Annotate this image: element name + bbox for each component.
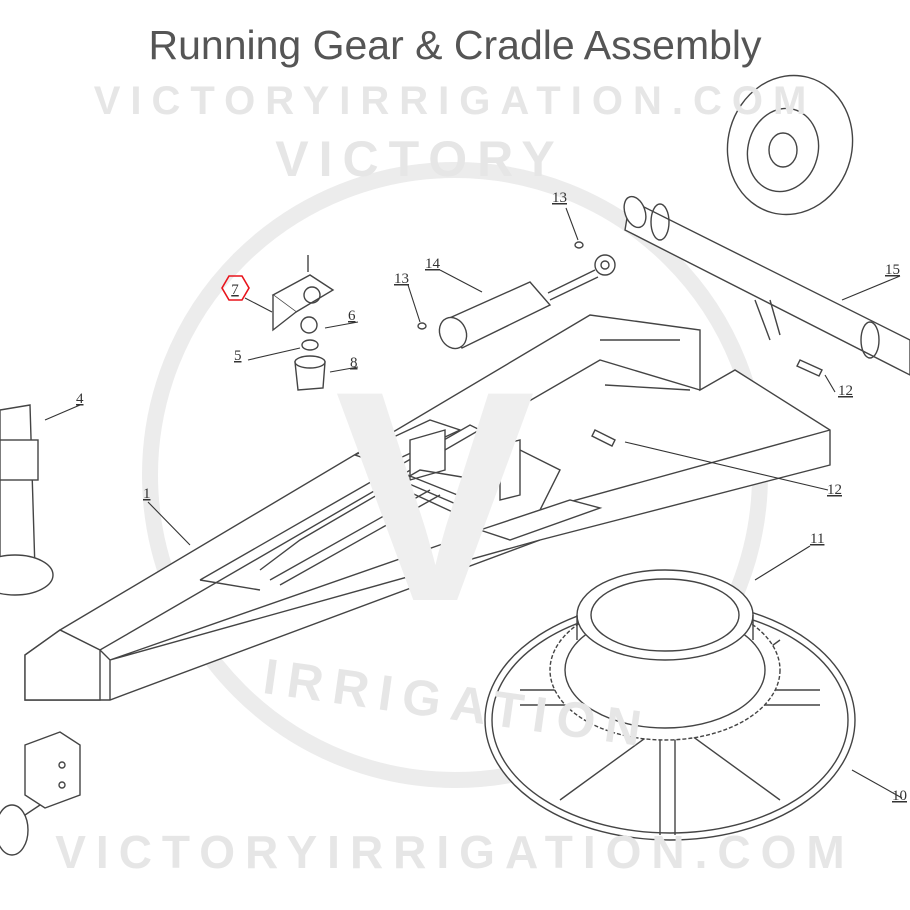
wheel: [726, 74, 854, 216]
watermark-ring-top: VICTORY: [275, 131, 564, 187]
callout-4[interactable]: 4: [76, 391, 84, 407]
callout-label: 7: [231, 282, 239, 298]
callout-12-lower[interactable]: 12: [827, 482, 842, 498]
watermark-top: VICTORYIRRIGATION.COM: [94, 79, 817, 123]
callout-7[interactable]: 7: [221, 275, 250, 301]
axle-tube: [623, 195, 910, 376]
hand-crank: [0, 731, 81, 856]
cradle-frame: [24, 314, 831, 701]
leader-lines: [44, 207, 903, 799]
page-title: Running Gear & Cradle Assembly: [148, 22, 762, 68]
callout-12-upper[interactable]: 12: [838, 383, 853, 399]
callout-10[interactable]: 10: [892, 788, 907, 804]
watermark-bottom: VICTORYIRRIGATION.COM: [55, 826, 855, 878]
jack-stand: [0, 404, 54, 596]
callout-11[interactable]: 11: [810, 531, 824, 547]
callout-13-right[interactable]: 13: [552, 190, 567, 206]
pins: [796, 359, 823, 377]
hydraulic-cylinder: [417, 241, 616, 350]
callout-5[interactable]: 5: [234, 348, 242, 364]
callout-8[interactable]: 8: [350, 355, 358, 371]
watermark-letter: V: [335, 328, 545, 664]
motor-bracket-parts: [271, 255, 335, 391]
highlight-hexagon-icon: [221, 275, 250, 301]
callout-13-left[interactable]: 13: [394, 271, 409, 287]
callout-14[interactable]: 14: [425, 256, 441, 272]
callout-6[interactable]: 6: [348, 308, 356, 324]
callout-15[interactable]: 15: [885, 262, 900, 278]
callout-1[interactable]: 1: [143, 486, 151, 502]
ring-gear-assembly: [484, 569, 856, 841]
